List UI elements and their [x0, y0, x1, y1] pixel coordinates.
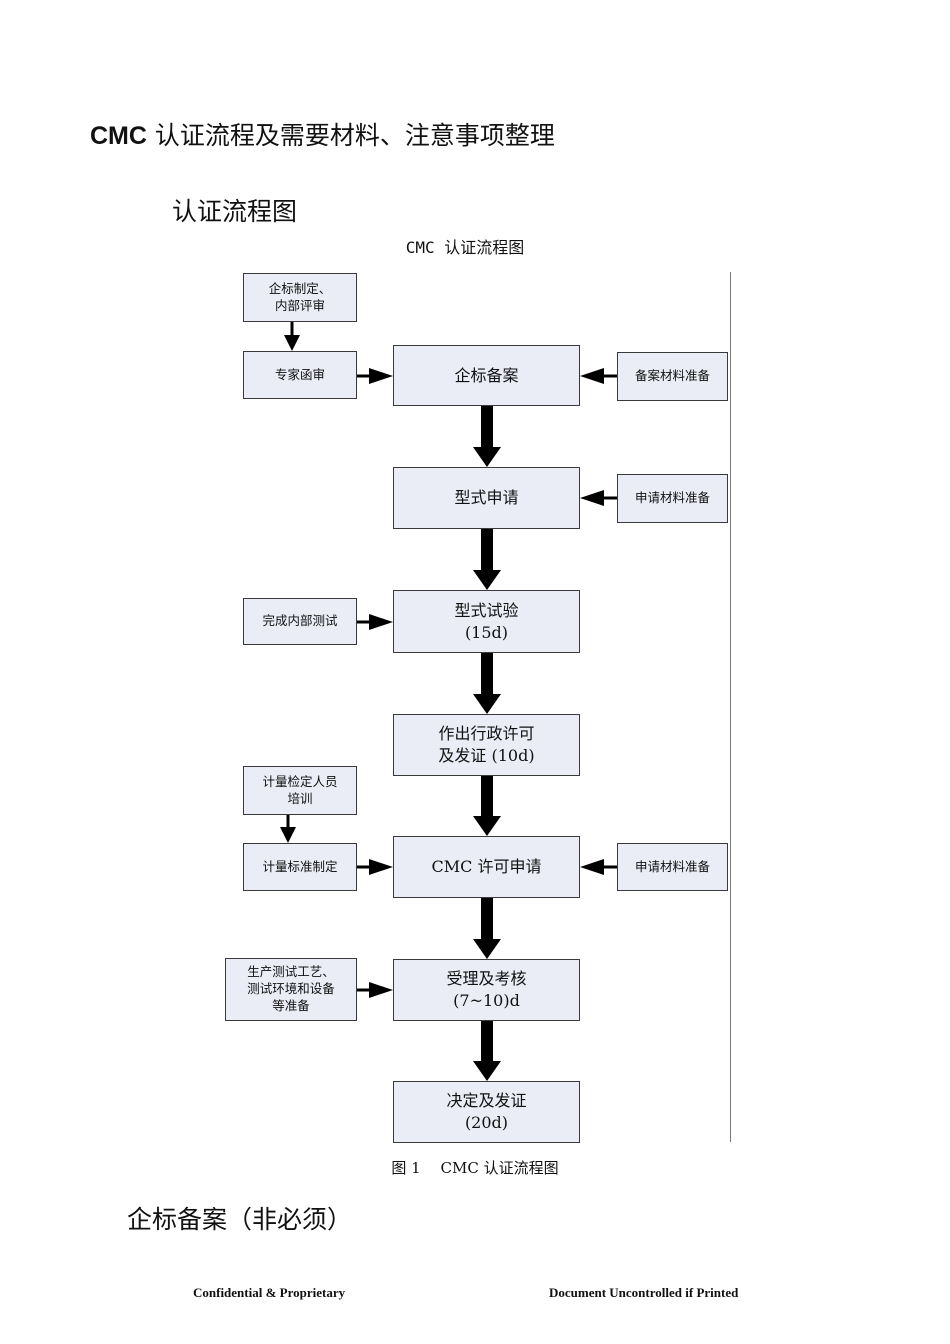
- process-step: 型式试验(15d): [393, 590, 580, 653]
- process-step-line: 型式申请: [454, 488, 519, 508]
- process-step-line: (7~10)d: [453, 991, 520, 1010]
- input-box-line: 完成内部测试: [262, 613, 338, 629]
- process-step-line: 及发证 (10d): [438, 746, 535, 765]
- right-margin-rule: [730, 272, 731, 1142]
- material-box: 申请材料准备: [617, 474, 728, 523]
- left-arrow: [580, 490, 617, 506]
- process-step: 作出行政许可及发证 (10d): [393, 714, 580, 776]
- input-box-line: 计量检定人员: [262, 773, 338, 789]
- process-step: 受理及考核 (7~10)d: [393, 959, 580, 1021]
- footer-uncontrolled: Document Uncontrolled if Printed: [549, 1285, 739, 1300]
- process-step-line: (20d): [464, 1113, 509, 1132]
- down-arrow: [473, 898, 501, 959]
- material-box-line: 申请材料准备: [634, 490, 710, 506]
- process-step: 型式申请: [393, 467, 580, 529]
- material-box-line: 备案材料准备: [634, 368, 710, 384]
- left-arrow: [580, 368, 617, 384]
- process-step-line: (15d): [464, 622, 509, 642]
- section-heading-flowchart: 认证流程图: [172, 197, 298, 226]
- input-box-line: 计量标准制定: [262, 858, 338, 874]
- right-arrow: [357, 368, 393, 384]
- right-arrow: [357, 982, 393, 998]
- process-step-line: 企标备案: [454, 365, 519, 385]
- right-arrow: [357, 614, 393, 630]
- input-box: 计量检定人员培训: [243, 766, 357, 815]
- input-box-line: 专家函审: [274, 366, 325, 382]
- input-box: 生产测试工艺、测试环境和设备等准备: [225, 958, 357, 1021]
- process-step-line: CMC 许可申请: [431, 857, 542, 877]
- process-step-line: 受理及考核: [446, 969, 527, 989]
- process-step-line: 型式试验: [454, 600, 519, 620]
- process-step-line: 决定及发证: [446, 1091, 527, 1111]
- input-box: 企标制定、内部评审: [243, 273, 357, 322]
- process-step: 企标备案: [393, 345, 580, 406]
- input-box-line: 生产测试工艺、: [247, 964, 335, 980]
- right-arrow: [357, 859, 393, 875]
- process-step: CMC 许可申请: [393, 836, 580, 898]
- input-box: 计量标准制定: [243, 843, 357, 891]
- down-arrow: [473, 529, 501, 590]
- small-down-arrow: [284, 322, 300, 351]
- left-arrow: [580, 859, 617, 875]
- input-box-line: 内部评审: [274, 297, 325, 313]
- input-box-line: 培训: [287, 790, 313, 806]
- small-down-arrow: [280, 815, 296, 843]
- input-box-line: 测试环境和设备: [247, 981, 335, 997]
- down-arrow: [473, 776, 501, 836]
- down-arrow: [473, 406, 501, 467]
- material-box: 备案材料准备: [617, 352, 728, 401]
- document-title: CMC 认证流程及需要材料、注意事项整理: [90, 121, 555, 150]
- down-arrow: [473, 1021, 501, 1081]
- material-box: 申请材料准备: [617, 843, 728, 891]
- process-step: 决定及发证 (20d): [393, 1081, 580, 1143]
- footer-confidential: Confidential & Proprietary: [193, 1285, 346, 1300]
- section-heading-enterprise-standard: 企标备案（非必须）: [127, 1205, 353, 1234]
- input-box: 专家函审: [243, 351, 357, 399]
- down-arrow: [473, 653, 501, 714]
- input-box-line: 等准备: [272, 997, 310, 1013]
- input-box-line: 企标制定、: [268, 280, 332, 296]
- figure-header: CMC 认证流程图: [405, 238, 525, 257]
- process-step-line: 作出行政许可: [438, 724, 535, 744]
- material-box-line: 申请材料准备: [634, 858, 710, 874]
- input-box: 完成内部测试: [243, 598, 357, 645]
- figure-caption: 图 1 CMC 认证流程图: [391, 1159, 559, 1177]
